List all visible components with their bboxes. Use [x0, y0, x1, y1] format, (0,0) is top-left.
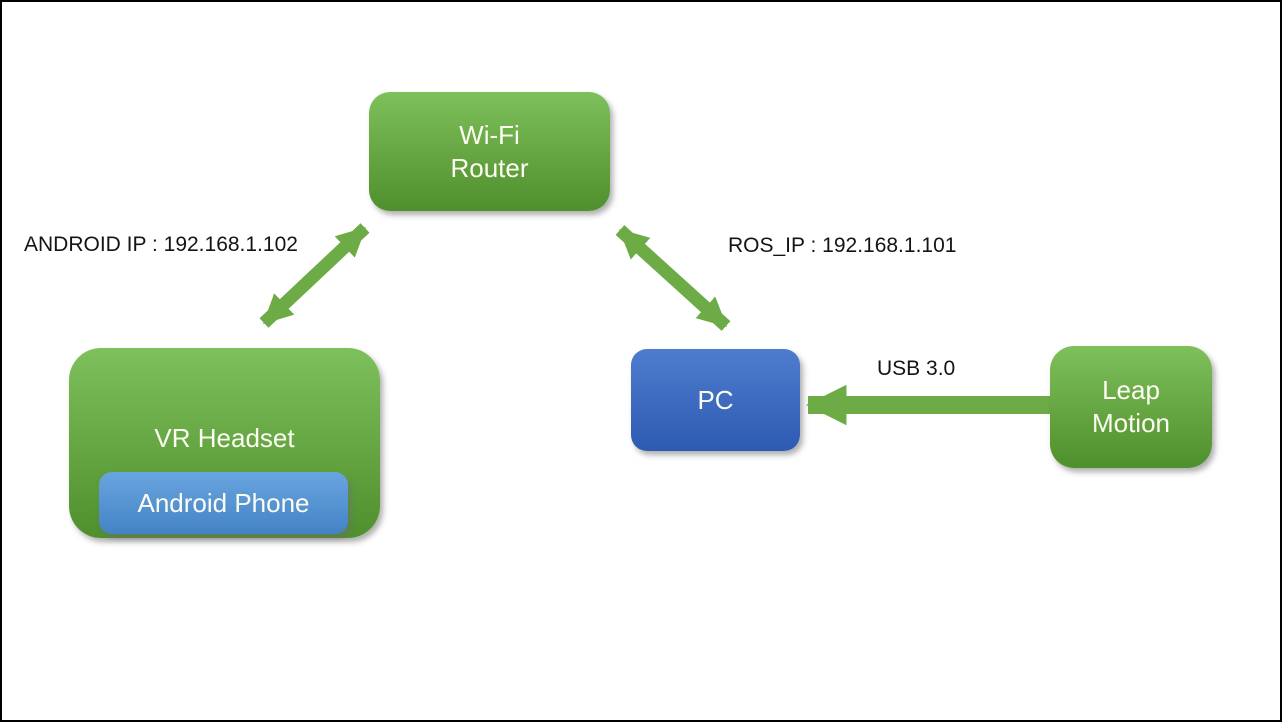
- arrow-wifi-router-pc: [615, 225, 731, 331]
- node-vr-headset: VR Headset Android Phone: [69, 348, 380, 538]
- node-android-phone: Android Phone: [99, 472, 348, 534]
- node-leap-motion: Leap Motion: [1050, 346, 1212, 468]
- label-ros-ip: ROS_IP : 192.168.1.101: [728, 234, 957, 257]
- label-usb-3-0: USB 3.0: [877, 357, 956, 380]
- label-android-ip: ANDROID IP : 192.168.1.102: [24, 233, 298, 256]
- arrow-vr-headset-wifi-router: [259, 223, 370, 328]
- node-wifi-router: Wi-Fi Router: [369, 92, 610, 211]
- vr-headset-label: VR Headset: [154, 423, 295, 453]
- node-pc: PC: [631, 349, 800, 451]
